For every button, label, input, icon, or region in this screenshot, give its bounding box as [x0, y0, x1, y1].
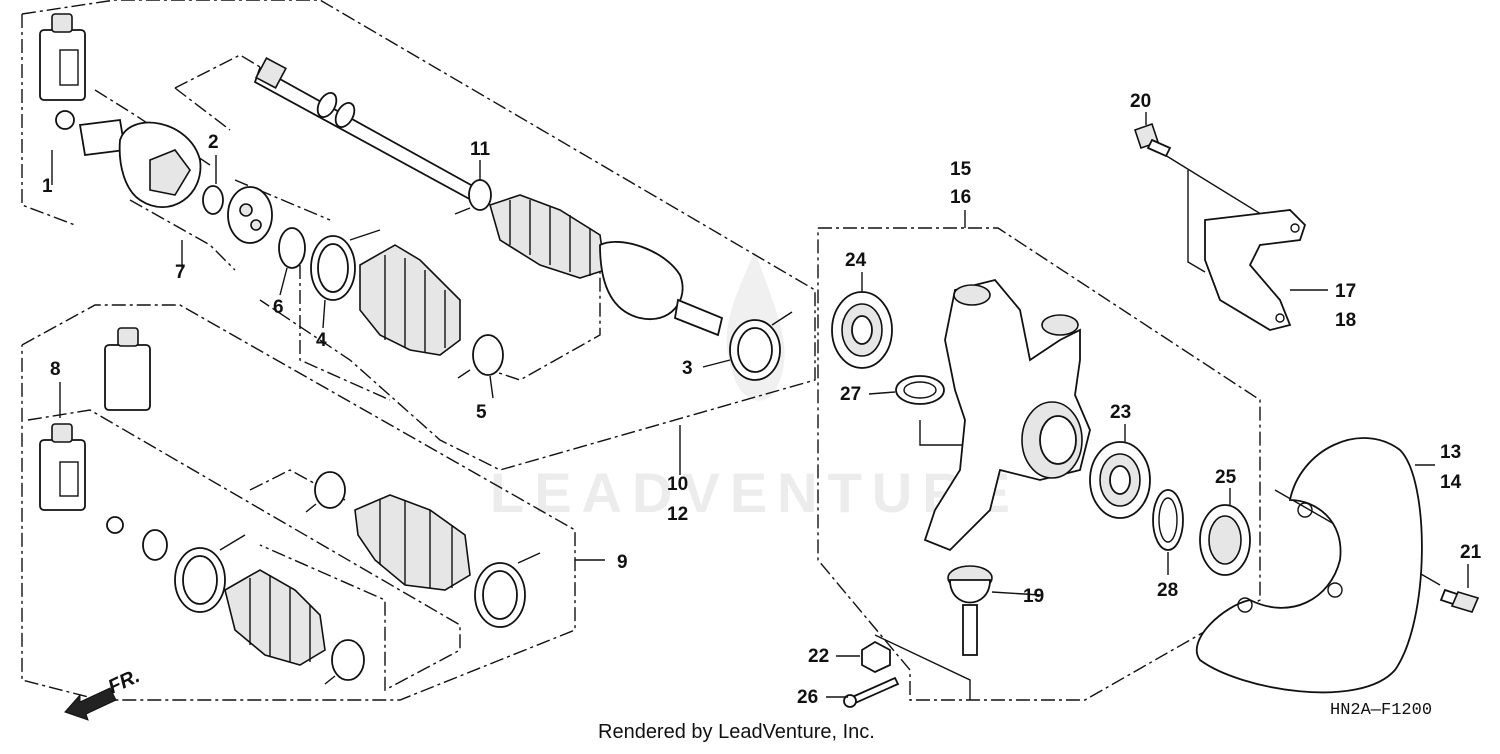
callout-7: 7	[175, 262, 186, 283]
callout-28: 28	[1157, 580, 1178, 601]
part-circlip-1	[55, 110, 75, 130]
part-lower-circlip	[106, 516, 124, 534]
part-grease-tube-mid	[104, 327, 151, 411]
callout-19: 19	[1023, 586, 1044, 607]
callout-17: 17	[1335, 281, 1356, 302]
part-knuckle	[923, 278, 1091, 552]
part-snap-ring-28	[1152, 489, 1184, 551]
callout-25: 25	[1215, 467, 1237, 488]
part-band-4	[310, 229, 381, 301]
part-lower-band-a	[174, 534, 246, 613]
part-bolt-20	[1133, 122, 1172, 158]
part-cotter-pin	[843, 676, 900, 708]
callout-26: 26	[797, 687, 818, 708]
callout-10: 10	[667, 474, 688, 495]
part-ring-2	[202, 185, 224, 215]
part-lower-band-c	[305, 471, 346, 513]
watermark-text: LEADVENTURE	[490, 461, 1020, 524]
part-lower-band-b	[324, 639, 365, 685]
part-bearing-24	[831, 291, 893, 369]
callout-1: 1	[42, 176, 53, 197]
front-direction-arrow: FR.	[64, 665, 143, 721]
callout-22: 22	[808, 646, 829, 667]
callout-20: 20	[1130, 91, 1151, 112]
part-axle-shaft	[253, 57, 482, 204]
callout-8: 8	[50, 359, 61, 380]
callout-12: 12	[667, 504, 688, 525]
callout-5: 5	[476, 402, 487, 423]
part-band-3	[729, 311, 793, 381]
callout-27: 27	[840, 384, 861, 405]
callout-leaders	[59, 112, 1469, 698]
callout-4: 4	[316, 330, 327, 351]
callout-6: 6	[273, 297, 284, 318]
part-boot-inner	[359, 244, 461, 356]
part-ball-joint	[947, 565, 993, 656]
part-bolt-21	[1439, 588, 1480, 613]
part-bearing-23	[1089, 441, 1151, 519]
part-cage	[227, 186, 273, 244]
callout-15: 15	[950, 159, 972, 180]
callout-3: 3	[682, 358, 693, 379]
callout-labels: 1 2 3 4 5 6 7 8 9 10 11 12 13 14 15 16 1…	[42, 91, 1482, 708]
part-band-5	[457, 334, 504, 379]
callout-23: 23	[1110, 402, 1131, 423]
callout-14: 14	[1440, 472, 1462, 493]
part-boot-outer	[489, 194, 606, 279]
group-outlines	[21, 0, 1441, 701]
part-lower-ring	[142, 529, 168, 561]
footer-credit: Rendered by LeadVenture, Inc.	[598, 721, 875, 743]
part-lower-boot-a	[224, 569, 326, 666]
part-seal-25	[1199, 504, 1251, 576]
callout-24: 24	[845, 250, 867, 271]
drawing-code: HN2A—F1200	[1330, 701, 1432, 720]
part-grease-tube-top	[39, 13, 86, 101]
part-outer-joint	[78, 118, 202, 208]
callout-16: 16	[950, 187, 971, 208]
part-snap-ring-27	[895, 375, 945, 405]
callout-11: 11	[470, 139, 491, 160]
part-lower-boot-b	[354, 494, 471, 591]
callout-9: 9	[617, 552, 628, 573]
callout-2: 2	[208, 132, 219, 153]
callout-18: 18	[1335, 310, 1356, 331]
part-lower-band-d	[474, 552, 541, 628]
part-outer-cv	[599, 240, 724, 337]
part-ring-6	[278, 227, 306, 269]
part-bracket	[1204, 209, 1307, 331]
part-brake-shield	[1195, 437, 1423, 694]
part-grease-tube-lower	[39, 423, 86, 511]
part-castle-nut	[861, 640, 891, 674]
part-band-11	[454, 179, 492, 215]
callout-21: 21	[1460, 542, 1482, 563]
callout-13: 13	[1440, 442, 1461, 463]
